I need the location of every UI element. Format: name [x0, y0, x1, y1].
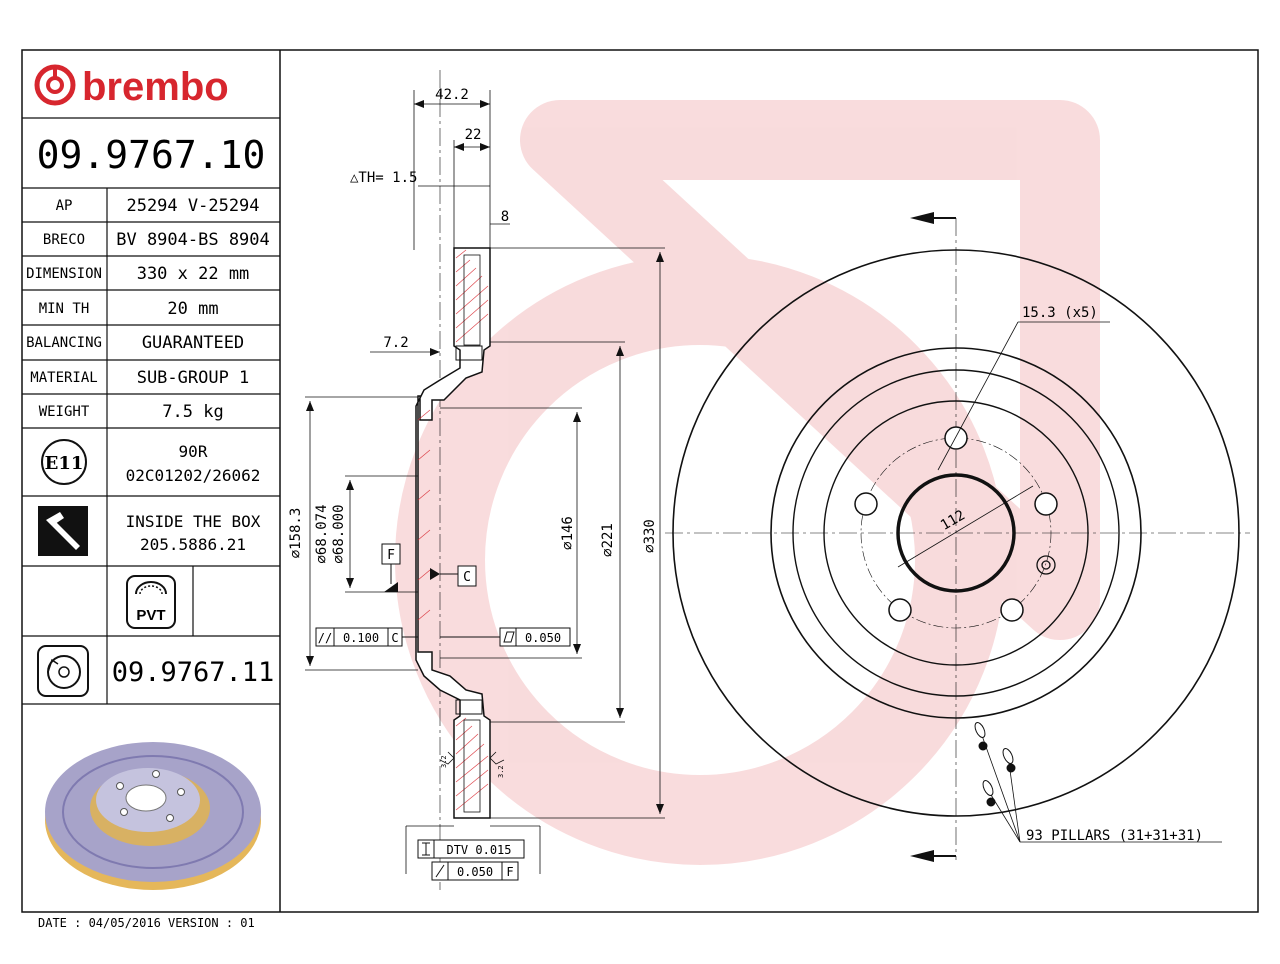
brembo-logo-icon [34, 64, 76, 106]
flatness-tolerance-frame [440, 627, 571, 647]
spec-label-breco: BRECO [43, 232, 85, 248]
dim-inner-diameter: ⌀146 [560, 516, 576, 550]
approval-line-2: 02C01202/26062 [126, 466, 261, 485]
dim-overall-width: 42.2 [435, 87, 469, 103]
brand-name: brembo [82, 65, 229, 109]
dtv-value: DTV 0.015 [446, 843, 511, 857]
screw-icon [38, 506, 88, 556]
datum-c-label: C [463, 570, 471, 585]
dim-friction-ring: 8 [501, 209, 509, 225]
spec-label-balancing: BALANCING [26, 335, 102, 351]
sheet-frame [21, 49, 1259, 913]
approval-mark: E11 [45, 453, 84, 474]
spec-value-min-th: 20 mm [167, 299, 218, 319]
dimension-arrowheads [306, 100, 664, 814]
spec-value-ap: 25294 V-25294 [126, 196, 259, 216]
parallelism-ref: C [391, 631, 398, 645]
disc-front-view [665, 218, 1250, 860]
dim-ring-diameter: ⌀221 [600, 523, 616, 557]
approval-line-1: 90R [179, 442, 208, 461]
bolt-hole-spec: 15.3 (x5) [1022, 305, 1098, 321]
spec-value-dimension: 330 x 22 mm [137, 264, 250, 284]
pillar-markers [974, 722, 1016, 807]
pvt-icon [126, 575, 176, 629]
spec-label-weight: WEIGHT [39, 404, 90, 420]
spec-value-breco: BV 8904-BS 8904 [116, 230, 270, 250]
e-mark-icon [41, 439, 87, 485]
datum-f-label: F [387, 548, 395, 563]
alternate-part-number: 09.9767.11 [112, 657, 275, 688]
section-dimension-lines [305, 90, 665, 874]
parallelism-tolerance-frame [315, 627, 418, 647]
spec-label-min-th: MIN TH [39, 301, 90, 317]
disc-render-illustration [45, 742, 261, 890]
dim-hat-diameter: ⌀158.3 [288, 508, 304, 559]
dim-outer-diameter: ⌀330 [642, 519, 658, 553]
parallelism-value: 0.100 [343, 631, 379, 645]
runout-value: 0.050 [457, 865, 493, 879]
runout-ref: F [506, 865, 513, 879]
spec-value-material: SUB-GROUP 1 [137, 368, 250, 388]
datum-c-frame [457, 565, 477, 587]
spec-label-dimension: DIMENSION [26, 266, 102, 282]
spec-value-balancing: GUARANTEED [142, 333, 244, 353]
section-arrows [910, 212, 956, 862]
dim-hat-offset: 7.2 [383, 335, 408, 351]
disc-with-sensor-icon [37, 645, 89, 697]
spec-table-grid [22, 117, 280, 705]
part-number: 09.9767.10 [37, 133, 266, 177]
locating-hole [1036, 555, 1056, 575]
brembo-watermark [395, 100, 1100, 865]
flatness-value: 0.050 [525, 631, 561, 645]
box-contents-line-2: 205.5886.21 [140, 535, 246, 554]
roughness-right: 3.2 [497, 765, 505, 778]
spec-label-ap: AP [56, 198, 73, 214]
pillar-count: 93 PILLARS (31+31+31) [1026, 828, 1203, 844]
spec-label-material: MATERIAL [30, 370, 97, 386]
dim-th-delta: △TH= 1.5 [350, 170, 417, 186]
roughness-symbol [439, 751, 505, 765]
disc-section-view [415, 70, 491, 890]
dim-centering-max: ⌀68.074 [314, 504, 330, 563]
dim-centering-min: ⌀68.000 [331, 504, 347, 563]
date-version: DATE : 04/05/2016 VERSION : 01 [38, 916, 255, 930]
roughness-left: 3.2 [440, 755, 448, 768]
parallelism-symbol: // [318, 631, 332, 645]
dim-thickness: 22 [465, 127, 482, 143]
spec-value-weight: 7.5 kg [162, 402, 223, 422]
box-contents-line-1: INSIDE THE BOX [126, 512, 261, 531]
bolt-holes [854, 426, 1058, 622]
dtv-tolerance-frame [417, 839, 525, 881]
pvt-label: PVT [136, 607, 165, 624]
